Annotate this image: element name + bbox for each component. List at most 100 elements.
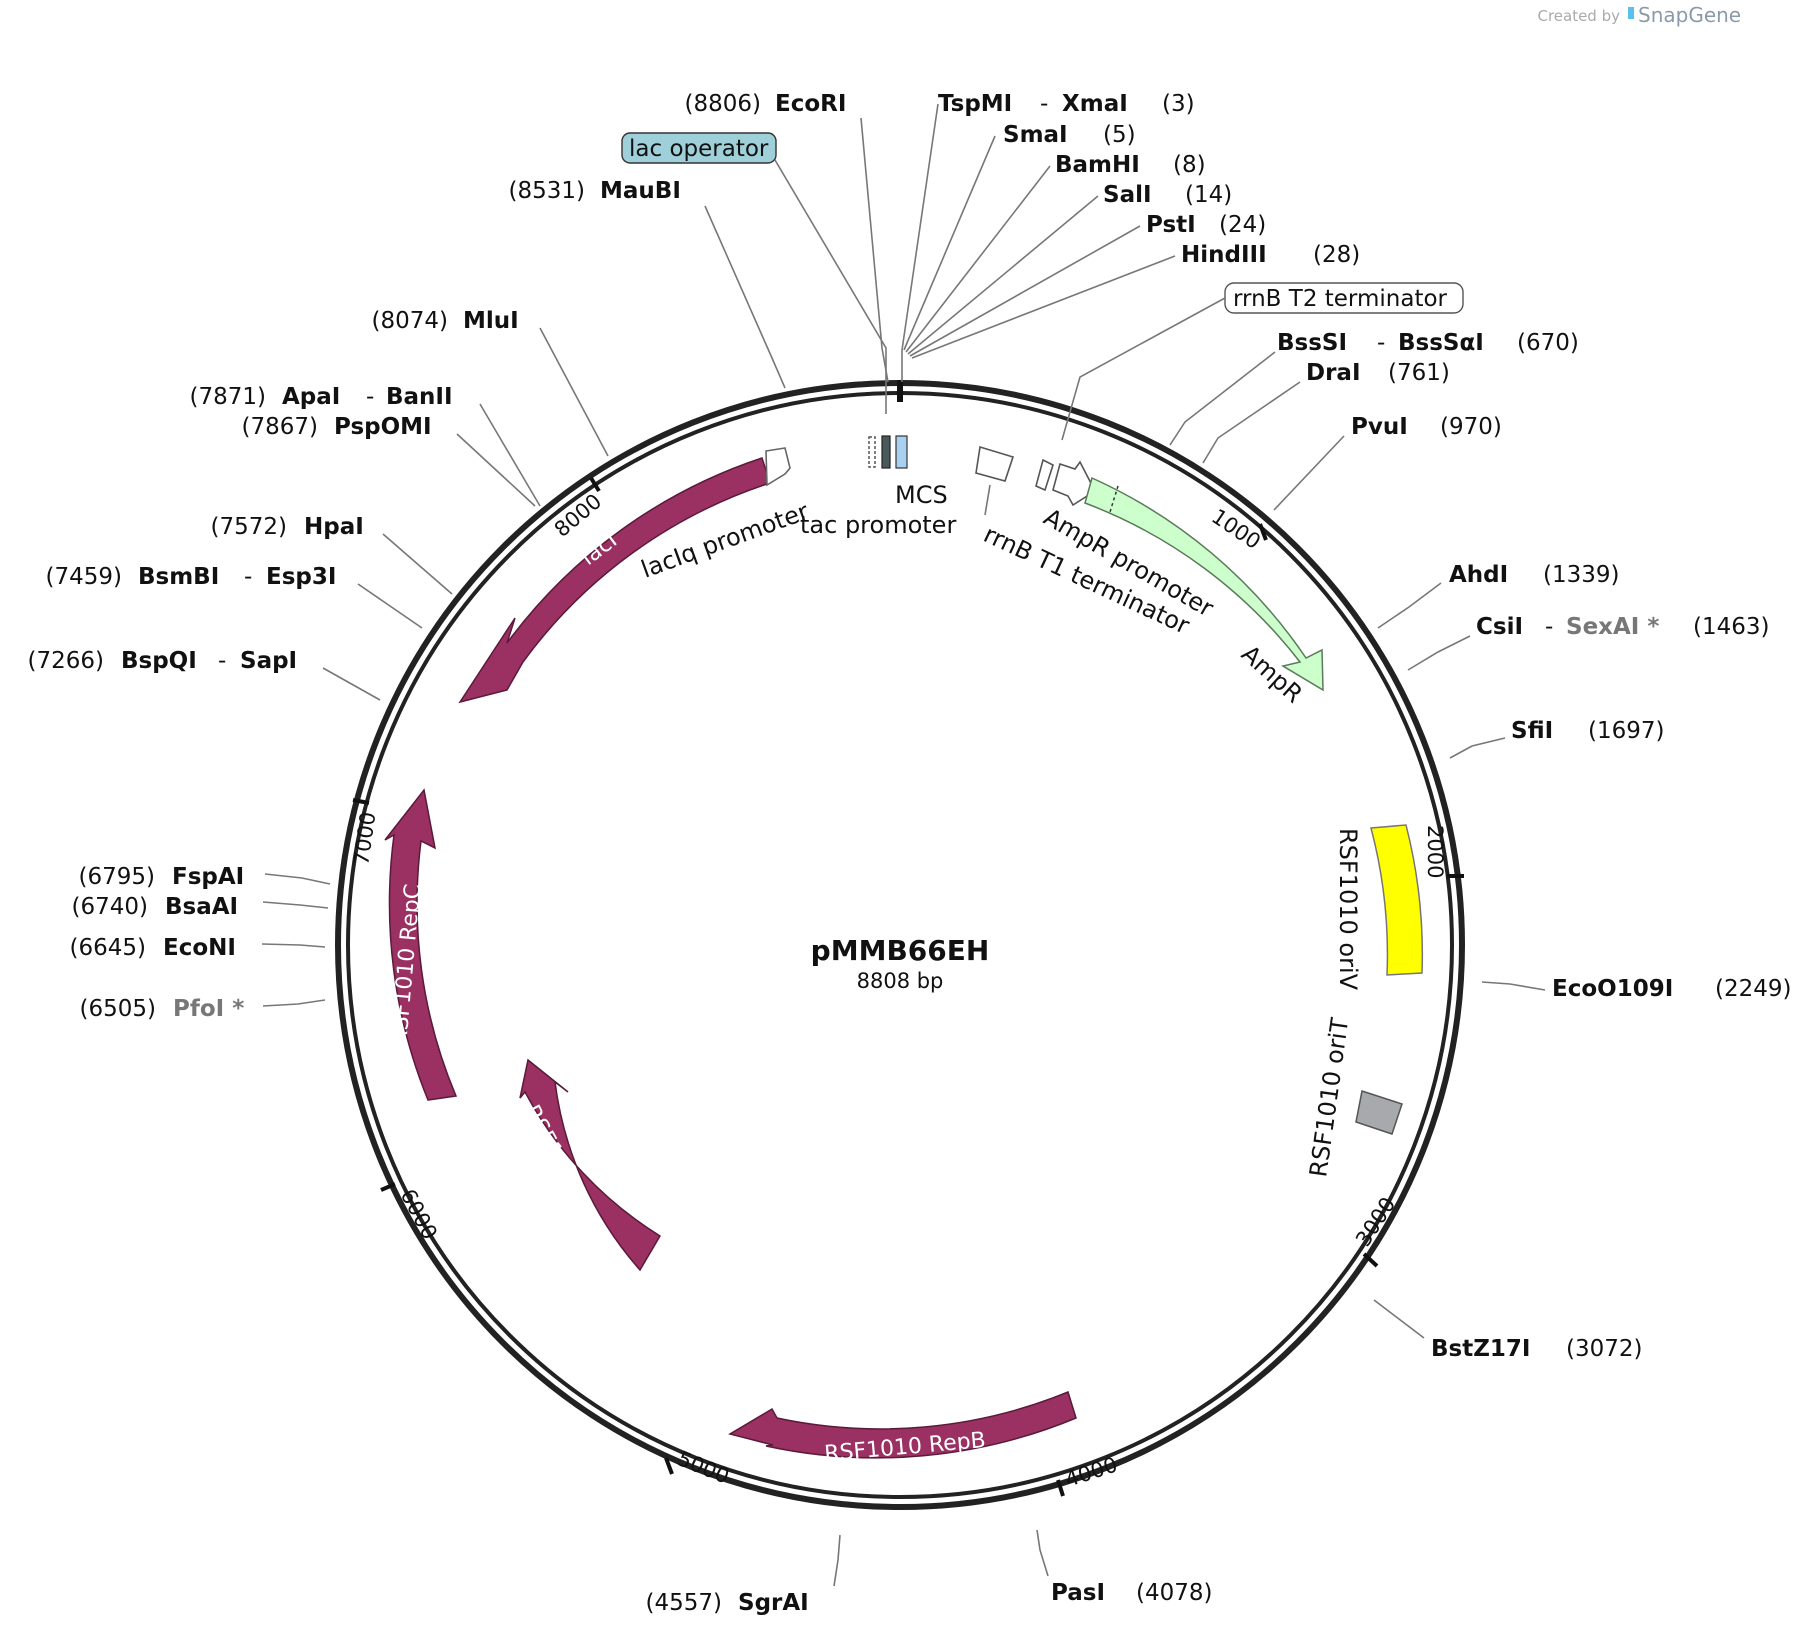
site-ahdi: AhdI (1339)	[1449, 562, 1619, 588]
rrnb-t2-callout-label: rrnB T2 terminator	[1233, 286, 1448, 312]
svg-text:-: -	[1545, 614, 1553, 640]
feature-repa-arrow	[519, 1058, 662, 1272]
site-pos: (28)	[1313, 242, 1360, 268]
site-name: SgrAI	[738, 1590, 809, 1616]
tick-marks	[352, 476, 1464, 1497]
site-name: EcoRI	[775, 91, 846, 117]
tick-3000	[1362, 1252, 1379, 1268]
feature-orit-label: RSF1010 oriT	[1304, 1016, 1354, 1179]
site-pvui: PvuI (970)	[1351, 414, 1502, 440]
site-name: BspQI	[121, 648, 197, 674]
site-name: PvuI	[1351, 414, 1408, 440]
site-ecori: (8806) EcoRI	[685, 91, 847, 117]
site-pos: (7266)	[28, 648, 104, 674]
watermark-created-by: Created by	[1537, 7, 1620, 25]
site-name: EcoO109I	[1552, 976, 1673, 1002]
site-pos: (6740)	[72, 894, 148, 920]
watermark-brand: SnapGene	[1638, 3, 1741, 27]
feature-oriv-block	[1370, 824, 1424, 976]
site-fspai: (6795) FspAI	[79, 864, 245, 890]
site-name-2: SapI	[240, 648, 297, 674]
tick-label-6000: 6000	[396, 1185, 442, 1243]
site-psti: PstI (24)	[1146, 212, 1266, 238]
site-pos: (3072)	[1566, 1336, 1642, 1362]
tick-1000	[1258, 523, 1268, 541]
site-pos: (970)	[1440, 414, 1502, 440]
site-name: BstZ17I	[1431, 1336, 1530, 1362]
feature-laciq-promoter-arrow	[765, 447, 791, 487]
lac-operator-callout	[621, 132, 777, 164]
site-name: SalI	[1103, 182, 1152, 208]
tick-4000	[1056, 1479, 1065, 1497]
tick-label-5000: 5000	[674, 1446, 733, 1488]
site-name: TspMI	[938, 91, 1012, 117]
origin-marker	[897, 380, 903, 402]
site-name: HpaI	[304, 514, 364, 540]
site-name: MauBI	[600, 178, 681, 204]
site-pspomi: (7867) PspOMI	[242, 414, 432, 440]
tick-8000	[589, 476, 601, 493]
svg-text:-: -	[1377, 330, 1385, 356]
site-pos: (1339)	[1543, 562, 1619, 588]
feature-mcs-label: MCS	[895, 481, 948, 509]
site-csii-sexai: CsiI - SexAI * (1463)	[1476, 614, 1769, 640]
site-name-2: XmaI	[1062, 91, 1128, 117]
site-pos: (7871)	[190, 384, 266, 410]
plasmid-length: 8808 bp	[857, 969, 944, 993]
site-name: ApaI	[282, 384, 340, 410]
plasmid-name: pMMB66EH	[811, 934, 990, 967]
site-name: PasI	[1051, 1580, 1105, 1606]
site-pos: (24)	[1219, 212, 1266, 238]
site-drai: DraI (761)	[1306, 360, 1450, 386]
site-pasi: PasI (4078)	[1051, 1580, 1212, 1606]
site-hpai: (7572) HpaI	[211, 514, 364, 540]
feature-rrnb-t1-terminator	[975, 445, 1015, 482]
feature-lac-operator-block	[881, 435, 891, 469]
feature-repc-arrow	[384, 788, 458, 1101]
site-pos: (6795)	[79, 864, 155, 890]
site-name: AhdI	[1449, 562, 1508, 588]
site-name-2: BssSαI	[1398, 330, 1484, 356]
site-econi: (6645) EcoNI	[70, 935, 236, 961]
site-name: FspAI	[172, 864, 244, 890]
feature-ampr-promoter-arrow	[1052, 460, 1097, 507]
snapgene-logo-icon	[1628, 7, 1634, 19]
site-pos: (1697)	[1588, 718, 1664, 744]
site-pos: (8806)	[685, 91, 761, 117]
site-pos: (7572)	[211, 514, 287, 540]
site-name: BsaAI	[165, 894, 238, 920]
feature-mcs-block	[895, 435, 908, 469]
site-name: PspOMI	[334, 414, 432, 440]
site-name: BamHI	[1055, 152, 1140, 178]
svg-text:-: -	[1040, 91, 1048, 117]
site-pos: (7459)	[46, 564, 122, 590]
site-pos: (6505)	[80, 996, 156, 1022]
feature-oriv-label: RSF1010 oriV	[1334, 828, 1362, 991]
site-pos: (3)	[1162, 91, 1195, 117]
site-maubi: (8531) MauBI	[509, 178, 681, 204]
site-name: CsiI	[1476, 614, 1523, 640]
site-name: SfiI	[1511, 718, 1553, 744]
site-pos: (8074)	[372, 308, 448, 334]
site-bsaai: (6740) BsaAI	[72, 894, 239, 920]
tick-label-2000: 2000	[1423, 825, 1447, 878]
site-sfii: SfiI (1697)	[1511, 718, 1664, 744]
site-pos: (4557)	[646, 1590, 722, 1616]
site-pos: (2249)	[1715, 976, 1791, 1002]
site-pos: (8531)	[509, 178, 585, 204]
feature-ampr-arrow	[1084, 476, 1324, 692]
site-pos: (14)	[1185, 182, 1232, 208]
site-name: PstI	[1146, 212, 1196, 238]
site-name-2: SexAI *	[1566, 614, 1659, 640]
site-name: BssSI	[1277, 330, 1347, 356]
site-sali: SalI (14)	[1103, 182, 1232, 208]
site-pos: (1463)	[1693, 614, 1769, 640]
site-pos: (670)	[1517, 330, 1579, 356]
feature-tac-promoter-label: tac promoter	[800, 511, 956, 539]
feature-rrnb-t2-terminator	[1035, 458, 1054, 492]
site-bsmbi-esp3i: (7459) BsmBI - Esp3I	[46, 564, 337, 590]
feature-repa-label: RSF1010 RepA	[519, 1101, 617, 1256]
svg-text:-: -	[244, 564, 252, 590]
feature-laci-arrow	[458, 457, 771, 704]
